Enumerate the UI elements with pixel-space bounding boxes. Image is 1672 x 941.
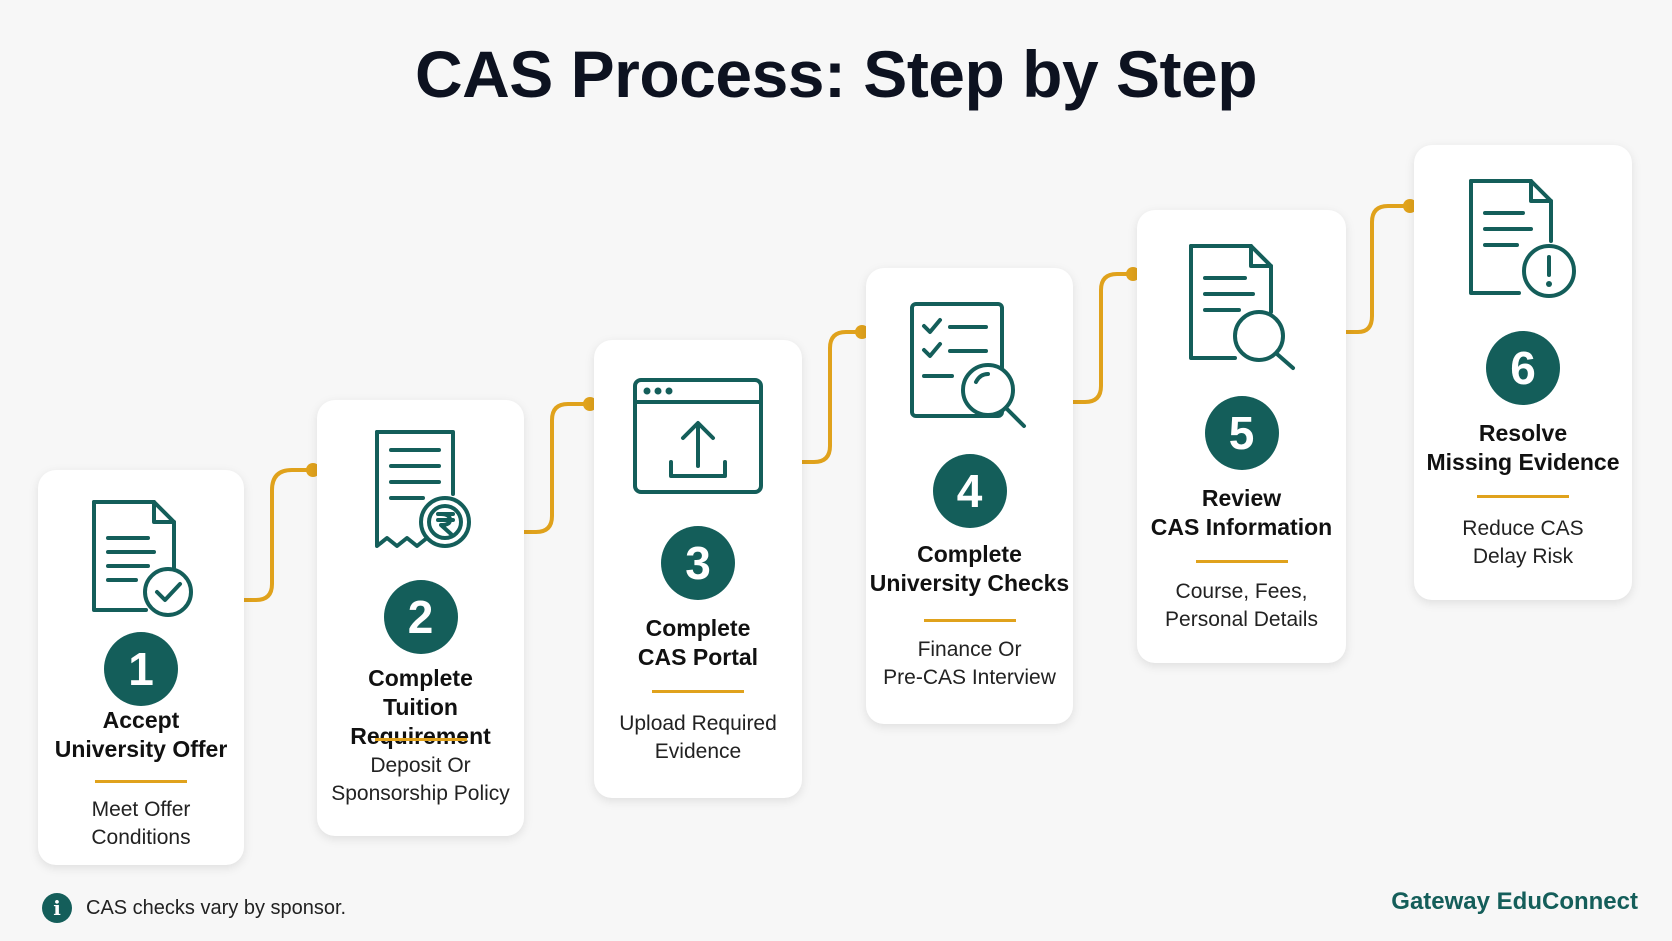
separator-line bbox=[95, 780, 187, 783]
document-alert-icon bbox=[1469, 179, 1576, 298]
step-number-badge: 4 bbox=[932, 454, 1007, 528]
separator-line bbox=[1195, 560, 1288, 563]
footer-note: i CAS checks vary by sponsor. bbox=[42, 893, 346, 923]
step-number-badge: 2 bbox=[383, 580, 458, 654]
step-description: Course, Fees,Personal Details bbox=[1165, 580, 1318, 631]
footer-note-text: CAS checks vary by sponsor. bbox=[86, 896, 347, 919]
step-number-badge: 6 bbox=[1486, 331, 1560, 405]
separator-line bbox=[374, 738, 467, 741]
receipt-rupee-icon bbox=[374, 430, 471, 548]
connector-4-5 bbox=[1071, 272, 1135, 404]
document-check-icon bbox=[92, 500, 193, 617]
connector-3-4 bbox=[800, 330, 864, 464]
document-search-icon bbox=[1188, 244, 1295, 370]
connector-dot-6 bbox=[1403, 199, 1417, 213]
connector-dot-2 bbox=[306, 463, 320, 477]
connector-2-3 bbox=[522, 402, 592, 534]
separator-line bbox=[1477, 495, 1569, 498]
brand-logo-text: Gateway EduConnect bbox=[1391, 888, 1638, 915]
page-title: CAS Process: Step by Step bbox=[414, 37, 1258, 111]
browser-upload-icon bbox=[633, 378, 763, 494]
connector-dot-5 bbox=[1126, 267, 1140, 281]
info-icon: i bbox=[42, 893, 72, 923]
connector-dot-3 bbox=[583, 397, 597, 411]
separator-line bbox=[652, 690, 744, 693]
connector-dot-4 bbox=[855, 325, 869, 339]
connector-5-6 bbox=[1344, 204, 1412, 334]
connector-1-2 bbox=[242, 468, 315, 602]
separator-line bbox=[923, 619, 1016, 622]
step-number-badge: 3 bbox=[661, 526, 735, 600]
step-number-badge: 1 bbox=[104, 632, 178, 706]
step-number-badge: 5 bbox=[1204, 396, 1279, 470]
checklist-search-icon bbox=[909, 302, 1026, 428]
